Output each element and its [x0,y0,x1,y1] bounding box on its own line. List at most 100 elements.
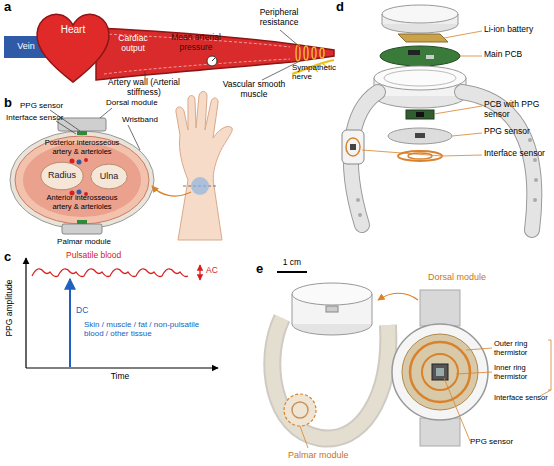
palmar-module [346,138,360,156]
main-pcb [408,50,420,55]
part-label: Dorsal module [428,272,504,282]
battery [398,34,448,42]
part-label: Li-ion battery [484,25,552,35]
part-label: Interface sensor [6,113,70,122]
palmar-photo [326,306,338,312]
hand [176,92,232,241]
part-label: Outer ring thermistor [494,340,546,357]
smooth-muscle [304,46,308,60]
ac-arrow [200,265,201,280]
strap [528,138,532,142]
device-cap [382,14,383,24]
panel-letter: c [4,250,18,265]
pressure-gauge [207,56,217,66]
part-label: PPG sensor [470,437,534,446]
dorsal-photo [402,334,478,410]
ac-arrow [199,265,200,280]
dorsal-photo [410,342,470,402]
axis [25,258,26,368]
heart-shape [34,8,112,86]
scale-bar [277,271,307,273]
sensor-module [77,220,87,224]
artery-dot [84,158,88,162]
callout-arrow [378,293,418,300]
main-pcb [380,46,460,66]
callout-arrow [378,293,418,300]
leader-line [280,30,300,47]
part-label: Palmar module [52,237,116,246]
leader-line [434,106,482,114]
scale-bar [277,272,307,273]
dorsal-photo [432,364,448,380]
leader-line [56,121,76,134]
wristband [10,131,154,229]
smooth-muscle [296,45,300,61]
axis-label: Time [96,372,144,382]
part-label: Vascular smooth muscle [216,80,292,100]
bone-node: Ulna [90,163,128,190]
hand [152,92,232,241]
pressure-gauge [207,56,217,66]
panel-letter: a [4,0,18,15]
palmar-module [350,144,356,150]
palmar-module [342,130,364,164]
leader-line [444,340,551,441]
bone-node: Radius [40,161,84,191]
dorsal-photo [420,290,460,326]
heart-shape [37,14,109,82]
palmar-photo [272,318,388,439]
part-label: Main PCB [484,50,552,60]
panel-letter: d [336,0,350,15]
part-label: Palmar module [288,450,364,460]
leader-line [452,133,482,136]
dc-arrow [70,279,71,367]
part-label: Peripheral resistance [246,8,312,28]
ppg-waveform [32,269,188,277]
ppg-pcb [406,110,434,119]
device-cap [382,5,458,23]
smooth-muscle [320,48,324,58]
palmar-photo [292,283,372,305]
node-label: Heart [61,24,85,35]
hand [152,186,191,196]
part-label: Anterior interosseous artery & arteriole… [36,194,128,211]
leader-line [456,372,492,374]
device-cap [458,14,459,24]
smooth-muscle [296,45,324,61]
part-label: Sympathetic nerve [292,63,342,81]
bone-shape [91,164,127,189]
axis [26,367,218,368]
leader-line [362,150,442,156]
ppg-pcb [406,110,434,119]
strap [533,158,537,162]
wristband [10,131,154,229]
signal-label: DC [76,306,98,316]
part-label: PCB with PPG sensor [484,100,552,120]
dorsal-photo [422,354,458,390]
palmar-photo [300,426,308,448]
signal-label: Pulsatile blood [66,251,142,261]
leader-line [145,30,300,80]
axis [26,258,218,368]
palmar-photo [272,283,388,448]
bone-shape [41,162,83,190]
palmar-photo [292,402,308,418]
leader-line [100,108,112,118]
wrist-cross-section [15,136,149,224]
part-label: Dorsal module [106,98,172,107]
palmar-photo [292,294,293,324]
node-label: Radius [48,171,76,181]
part-label: Inner ring thermistor [494,364,546,381]
part-label: PPG sensor [20,101,76,110]
heart-node: Heart [34,8,112,86]
palmar-photo [272,318,388,439]
palmar-photo [372,294,373,324]
scale-label: 1 cm [274,258,310,268]
device-housing [374,66,466,90]
part-label: Interface sensor [494,394,552,403]
sensor-module [62,224,102,234]
strap [534,178,538,182]
part-label: Vein [6,41,46,51]
leader-line [145,71,146,78]
smooth-muscle [312,47,316,59]
